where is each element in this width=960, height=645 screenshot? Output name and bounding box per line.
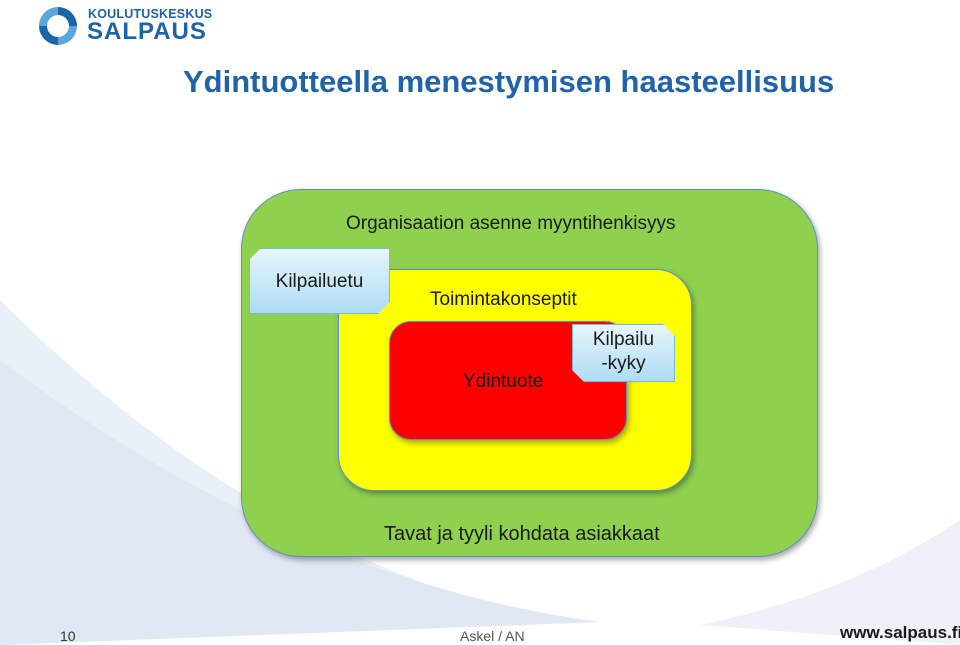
inner-box-label: Ydintuote — [463, 371, 544, 392]
salpaus-swirl-icon — [39, 7, 77, 45]
outer-box-bottom-label: Tavat ja tyyli kohdata asiakkaat — [384, 523, 660, 545]
callout-kilpailuetu: Kilpailuetu — [249, 248, 390, 314]
logo-top-text: KOULUTUSKESKUS — [88, 7, 213, 21]
callout-kilpailukyky-line1: Kilpailu — [592, 329, 655, 350]
logo-main-text: SALPAUS — [87, 18, 207, 45]
callout-kilpailukyky: Kilpailu -kyky — [572, 324, 675, 382]
callout-kilpailukyky-line2: -kyky — [601, 353, 646, 374]
page-number: 10 — [60, 628, 76, 644]
salpaus-logo: KOULUTUSKESKUS SALPAUS — [36, 4, 236, 48]
outer-box-label: Organisaation asenne myyntihenkisyys — [346, 213, 676, 234]
footer-url: www.salpaus.fi — [840, 623, 960, 642]
footer-author: Askel / AN — [460, 628, 525, 644]
middle-box-label: Toimintakonseptit — [430, 289, 577, 310]
slide-title: Ydintuotteella menestymisen haasteellisu… — [183, 64, 835, 99]
